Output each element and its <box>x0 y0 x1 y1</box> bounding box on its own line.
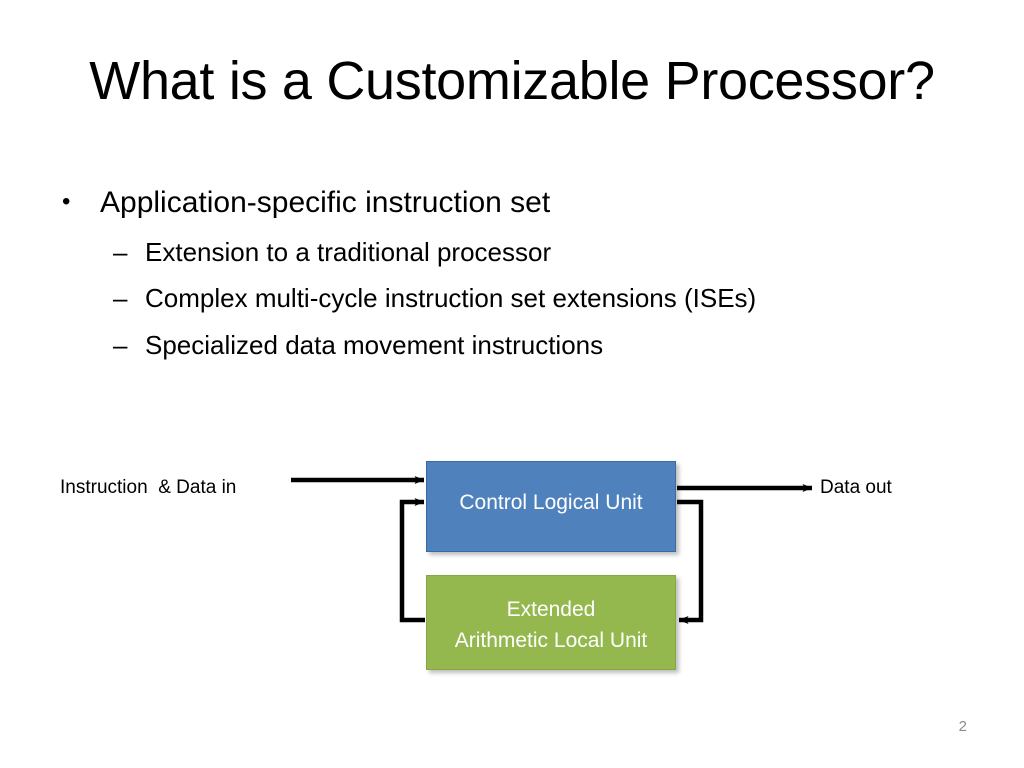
node-label-line1: Extended <box>506 598 596 622</box>
bullet-text: Specialized data movement instructions <box>145 329 604 360</box>
page-title: What is a Customizable Processor? <box>89 51 935 111</box>
bullet-item-level2: – Complex multi-cycle instruction set ex… <box>56 282 956 315</box>
bullet-marker-dash: – <box>113 236 128 267</box>
node-label-line2: Arithmetic Local Unit <box>454 628 648 652</box>
bullet-item-level2: – Specialized data movement instructions <box>56 329 956 362</box>
node-label: Control Logical Unit <box>459 491 643 514</box>
connector-cpu-to-alu <box>677 499 704 624</box>
bullet-list: • Application-specific instruction set –… <box>56 185 956 361</box>
slide-number: 2 <box>958 718 967 735</box>
bullet-marker-dot: • <box>62 188 71 215</box>
diagram-node-control-logical-unit[interactable]: Control Logical Unit <box>426 461 676 552</box>
node-label: Extended Arithmetic Local Unit <box>455 595 648 656</box>
bullet-marker-dash: – <box>113 283 128 314</box>
block-diagram: Control Logical Unit Extended Arithmetic… <box>0 440 1024 700</box>
bullet-text: Application-specific instruction set <box>100 186 551 219</box>
diagram-label-output: Data out <box>820 477 892 498</box>
bullet-text: Complex multi-cycle instruction set exte… <box>145 283 757 314</box>
diagram-label-input: Instruction & Data in <box>60 477 237 498</box>
bullet-marker-dash: – <box>113 329 128 360</box>
bullet-text: Extension to a traditional processor <box>145 236 552 267</box>
connector-alu-to-cpu <box>399 498 425 623</box>
diagram-node-extended-arithmetic-local-unit[interactable]: Extended Arithmetic Local Unit <box>426 575 676 670</box>
bullet-item-level2: – Extension to a traditional processor <box>56 236 956 269</box>
diagram-connectors <box>291 476 813 624</box>
bullet-item-level1: • Application-specific instruction set <box>56 185 956 222</box>
